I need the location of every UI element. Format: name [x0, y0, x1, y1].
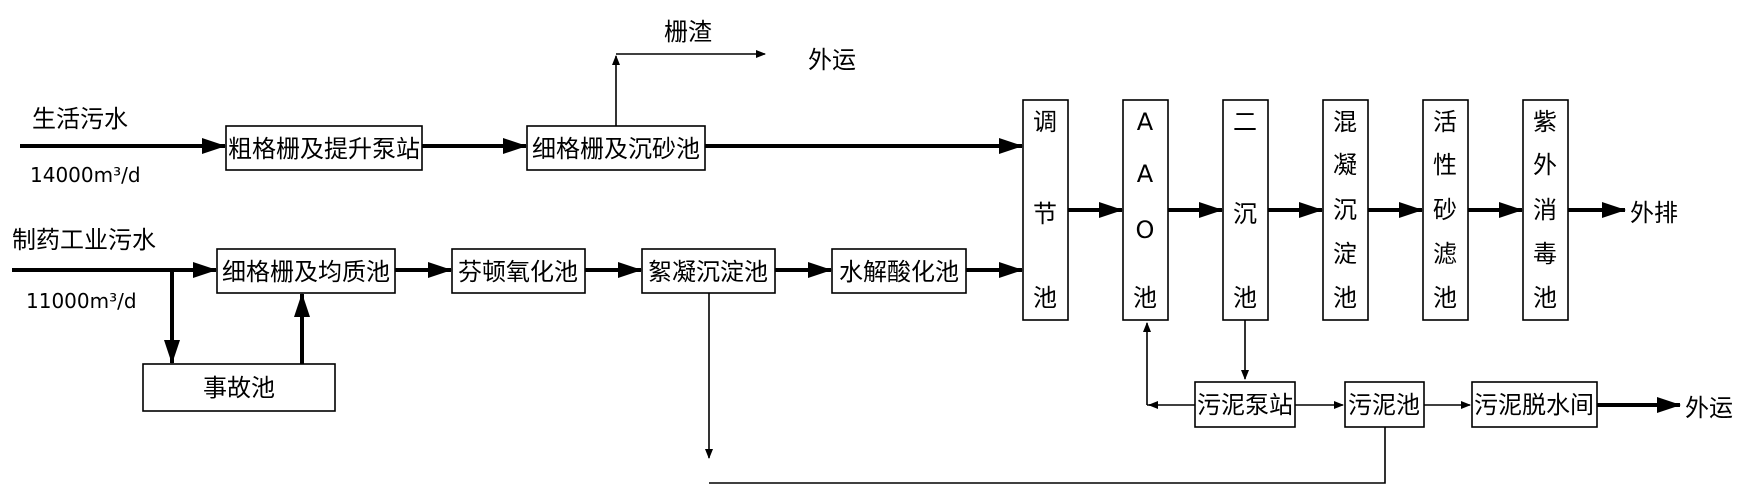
aao-char-1: A — [1137, 108, 1154, 136]
sandfilter-char-4: 滤 — [1433, 240, 1457, 268]
uv-char-1: 紫 — [1533, 108, 1557, 136]
accident-pool-label: 事故池 — [203, 374, 275, 402]
fenton-label: 芬顿氧化池 — [458, 258, 578, 286]
accident-pool-box — [142, 363, 336, 412]
regulation-char-3: 池 — [1033, 284, 1057, 312]
sludge-tank-label: 污泥池 — [1348, 391, 1420, 419]
sandfilter-char-3: 砂 — [1433, 196, 1457, 224]
haul-top-label: 外运 — [808, 46, 856, 74]
coag-settle-tank-box — [1322, 99, 1369, 321]
coag-char-1: 混 — [1333, 108, 1357, 136]
aao-char-2: A — [1137, 160, 1154, 188]
floc-settle-label: 絮凝沉淀池 — [648, 258, 768, 286]
secondary-char-1: 二 — [1233, 108, 1257, 136]
secondary-tank-box — [1222, 99, 1269, 321]
aao-char-3: O — [1136, 216, 1155, 244]
discharge-label: 外排 — [1630, 199, 1678, 227]
fine-screen-grit-label: 细格栅及沉砂池 — [532, 135, 700, 163]
pharma-flow-label: 11000m³/d — [26, 289, 137, 313]
pharma-sewage-label: 制药工业污水 — [12, 226, 156, 254]
dewatering-box — [1471, 381, 1598, 428]
regulation-char-2: 节 — [1033, 200, 1057, 228]
uv-char-2: 外 — [1533, 151, 1557, 179]
regulation-char-1: 调 — [1033, 108, 1057, 136]
coag-char-3: 沉 — [1333, 196, 1357, 224]
arrow-floc-sludge-to-tank — [709, 405, 1389, 484]
aao-char-4: 池 — [1133, 284, 1157, 312]
hydrolysis-box — [831, 248, 967, 294]
sandfilter-char-1: 活 — [1433, 108, 1457, 136]
coag-char-5: 池 — [1333, 284, 1357, 312]
sludge-pump-label: 污泥泵站 — [1197, 391, 1293, 419]
sandfilter-char-2: 性 — [1433, 151, 1457, 179]
regulation-tank-box — [1022, 99, 1069, 321]
fenton-box — [451, 248, 586, 294]
haul-bottom-label: 外运 — [1685, 394, 1733, 422]
screenings-label: 栅渣 — [664, 18, 712, 46]
sand-filter-tank-box — [1422, 99, 1469, 321]
hydrolysis-label: 水解酸化池 — [839, 258, 959, 286]
sandfilter-char-5: 池 — [1433, 284, 1457, 312]
sludge-pump-box — [1194, 381, 1296, 428]
floc-settle-box — [641, 248, 776, 294]
coag-char-2: 凝 — [1333, 151, 1357, 179]
dewatering-label: 污泥脱水间 — [1474, 391, 1594, 419]
uv-char-4: 毒 — [1533, 240, 1557, 268]
coarse-screen-label: 粗格栅及提升泵站 — [228, 135, 420, 163]
secondary-char-3: 池 — [1233, 284, 1257, 312]
sludge-tank-box — [1344, 381, 1425, 428]
aao-tank-box — [1122, 99, 1169, 321]
domestic-flow-label: 14000m³/d — [30, 163, 141, 187]
uv-char-3: 消 — [1533, 196, 1557, 224]
fine-screen-equal-label: 细格栅及均质池 — [222, 258, 390, 286]
domestic-sewage-label: 生活污水 — [32, 105, 128, 133]
secondary-char-2: 沉 — [1233, 200, 1257, 228]
uv-char-5: 池 — [1533, 284, 1557, 312]
coag-char-4: 淀 — [1333, 240, 1357, 268]
